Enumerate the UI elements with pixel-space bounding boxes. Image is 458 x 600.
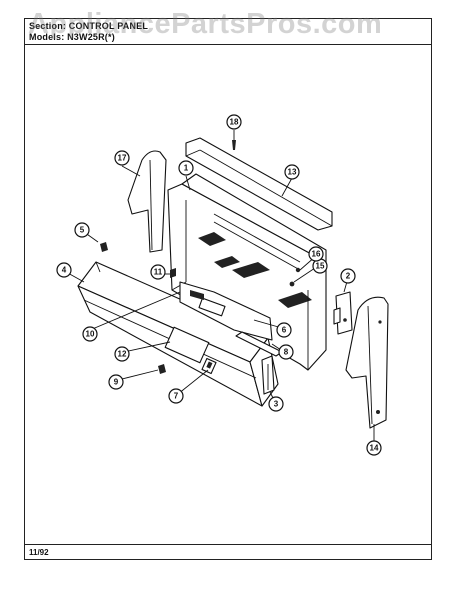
diagram-frame: Section: CONTROL PANEL Models: N3W25R(*)… (24, 18, 432, 560)
part-right-end-cap (345, 296, 389, 429)
part-screws (100, 140, 301, 374)
svg-text:9: 9 (114, 378, 119, 387)
svg-text:16: 16 (312, 250, 321, 259)
part-top-rail (185, 137, 333, 231)
callout-6: 6 (276, 322, 292, 338)
callout-1: 1 (178, 160, 194, 176)
svg-text:17: 17 (118, 154, 127, 163)
callout-9: 9 (108, 374, 124, 390)
callout-2: 2 (340, 268, 356, 284)
svg-text:11: 11 (154, 268, 163, 277)
svg-text:3: 3 (274, 400, 279, 409)
header-rule (25, 44, 431, 45)
footer-rule (25, 544, 431, 545)
callout-8: 8 (278, 344, 294, 360)
callout-13: 13 (284, 164, 300, 180)
svg-text:8: 8 (284, 348, 289, 357)
callout-4: 4 (56, 262, 72, 278)
part-left-end-cap (127, 150, 167, 253)
callout-18: 18 (226, 114, 242, 130)
svg-text:18: 18 (230, 118, 239, 127)
section-title: Section: CONTROL PANEL (29, 21, 149, 31)
svg-text:14: 14 (370, 444, 379, 453)
part-end-strip (261, 355, 275, 395)
model-title: Models: N3W25R(*) (29, 32, 115, 42)
svg-text:4: 4 (62, 266, 67, 275)
svg-text:6: 6 (282, 326, 287, 335)
callout-17: 17 (114, 150, 130, 166)
svg-text:10: 10 (86, 330, 95, 339)
callout-11: 11 (150, 264, 166, 280)
callout-5: 5 (74, 222, 90, 238)
callout-14: 14 (366, 440, 382, 456)
svg-text:2: 2 (346, 272, 351, 281)
part-control-bracket (179, 281, 273, 341)
part-bracket (333, 291, 353, 335)
svg-text:12: 12 (118, 350, 127, 359)
svg-text:5: 5 (80, 226, 85, 235)
svg-text:13: 13 (288, 168, 297, 177)
watermark: AppliancePartsPros.com (28, 8, 383, 40)
footer-date: 11/92 (29, 548, 49, 557)
callout-16: 16 (308, 246, 324, 262)
svg-text:7: 7 (174, 392, 179, 401)
callout-12: 12 (114, 346, 130, 362)
callout-3: 3 (268, 396, 284, 412)
callout-10: 10 (82, 326, 98, 342)
svg-text:1: 1 (184, 164, 189, 173)
callout-7: 7 (168, 388, 184, 404)
svg-text:15: 15 (316, 262, 325, 271)
